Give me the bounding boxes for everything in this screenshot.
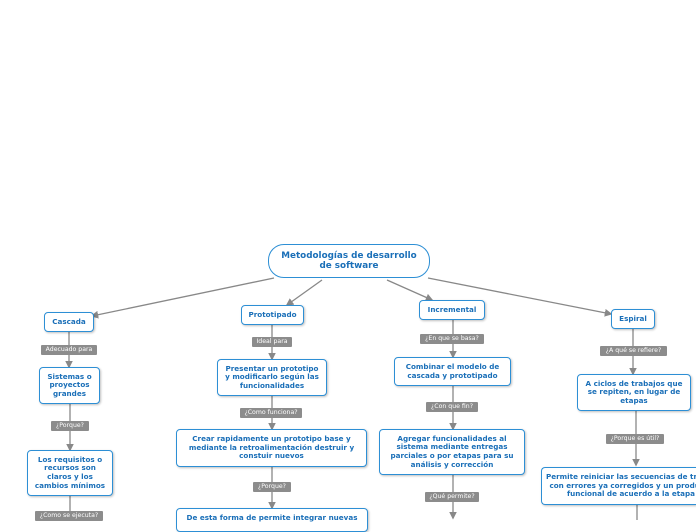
relation-label-porque-prototipado: ¿Porque? — [253, 482, 291, 492]
root-topic[interactable]: Metodologías de desarrollo de software — [268, 244, 430, 278]
connector-root-incremental — [386, 279, 434, 302]
branch-incremental[interactable]: Incremental — [419, 300, 485, 320]
node-crear-prototipo-base[interactable]: Crear rapidamente un prototipo base y me… — [176, 429, 367, 467]
connector-root-cascada — [90, 277, 275, 319]
relation-label-como-funciona: ¿Como funciona? — [240, 408, 302, 418]
node-requisitos-claros[interactable]: Los requisitos o recursos son claros y l… — [27, 450, 113, 496]
relation-label-porque-cascada: ¿Porque? — [51, 421, 89, 431]
relation-label-que-permite: ¿Qué permite? — [425, 492, 479, 502]
relation-label-porque-es-util: ¿Porque es útil? — [606, 434, 664, 444]
relation-label-con-que-fin: ¿Con que fin? — [426, 402, 478, 412]
relation-label-adecuado-para: Adecuado para — [41, 345, 97, 355]
relation-label-a-que-se-refiere: ¿A qué se refiere? — [600, 346, 667, 356]
connector-root-prototipado — [285, 279, 323, 306]
relation-label-en-que-se-basa: ¿En que se basa? — [420, 334, 484, 344]
node-presentar-prototipo[interactable]: Presentar un prototipo y modificarlo seg… — [217, 359, 327, 396]
node-combinar-modelos[interactable]: Combinar el modelo de cascada y prototip… — [394, 357, 511, 386]
node-integrar-nuevas[interactable]: De esta forma de permite integrar nuevas — [176, 508, 368, 532]
relation-label-ideal-para: Ideal para — [252, 337, 292, 347]
branch-espiral[interactable]: Espiral — [611, 309, 655, 329]
relation-label-como-se-ejecuta: ¿Como se ejecuta? — [35, 511, 103, 521]
node-reiniciar-secuencias[interactable]: Permite reiniciar las secuencias de trab… — [541, 467, 696, 505]
node-agregar-funcionalidades[interactable]: Agregar funcionalidades al sistema media… — [379, 429, 525, 475]
node-ciclos-de-trabajo[interactable]: A ciclos de trabajos que se repiten, en … — [577, 374, 691, 411]
connector-root-espiral — [427, 277, 613, 317]
node-sistemas-grandes[interactable]: Sistemas o proyectos grandes — [39, 367, 100, 404]
branch-cascada[interactable]: Cascada — [44, 312, 94, 332]
branch-prototipado[interactable]: Prototipado — [241, 305, 304, 325]
